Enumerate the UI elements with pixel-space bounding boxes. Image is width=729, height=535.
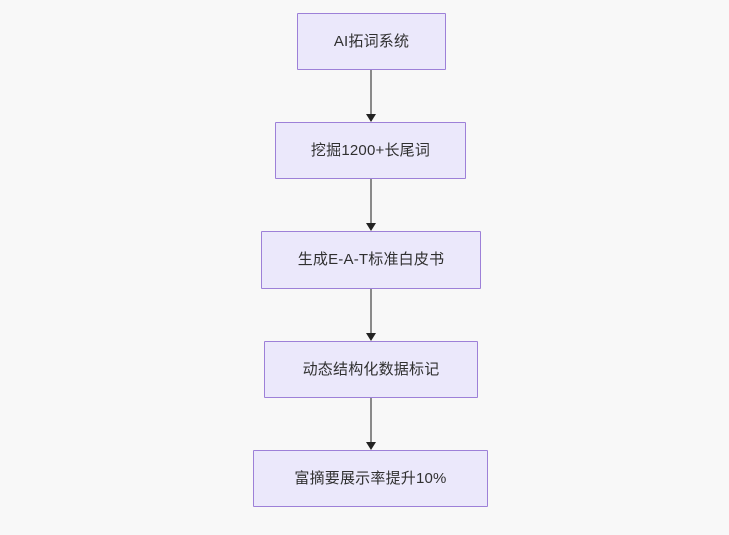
edge-shaft	[370, 398, 372, 442]
flowchart-node-label: 动态结构化数据标记	[302, 360, 440, 378]
edge-arrowhead	[366, 333, 376, 341]
flowchart-node-n1[interactable]: AI拓词系统	[297, 13, 446, 70]
flowchart-node-n3[interactable]: 生成E-A-T标准白皮书	[261, 231, 481, 289]
edge-shaft	[370, 289, 372, 333]
flowchart-edge-n3-n4	[366, 289, 376, 341]
flowchart-node-n5[interactable]: 富摘要展示率提升10%	[253, 450, 488, 507]
flowchart-node-label: 挖掘1200+长尾词	[310, 141, 431, 159]
flowchart-node-label: 富摘要展示率提升10%	[294, 469, 447, 487]
edge-arrowhead	[366, 442, 376, 450]
edge-arrowhead	[366, 114, 376, 122]
flowchart-node-label: 生成E-A-T标准白皮书	[297, 251, 445, 268]
flowchart-node-n2[interactable]: 挖掘1200+长尾词	[275, 122, 466, 179]
flowchart-edge-n1-n2	[366, 70, 376, 122]
edge-shaft	[370, 70, 372, 114]
edge-arrowhead	[366, 223, 376, 231]
flowchart-node-n4[interactable]: 动态结构化数据标记	[264, 341, 478, 398]
flowchart-edge-n4-n5	[366, 398, 376, 450]
flowchart-node-label: AI拓词系统	[333, 32, 410, 50]
edge-shaft	[370, 179, 372, 223]
flowchart-edge-n2-n3	[366, 179, 376, 231]
